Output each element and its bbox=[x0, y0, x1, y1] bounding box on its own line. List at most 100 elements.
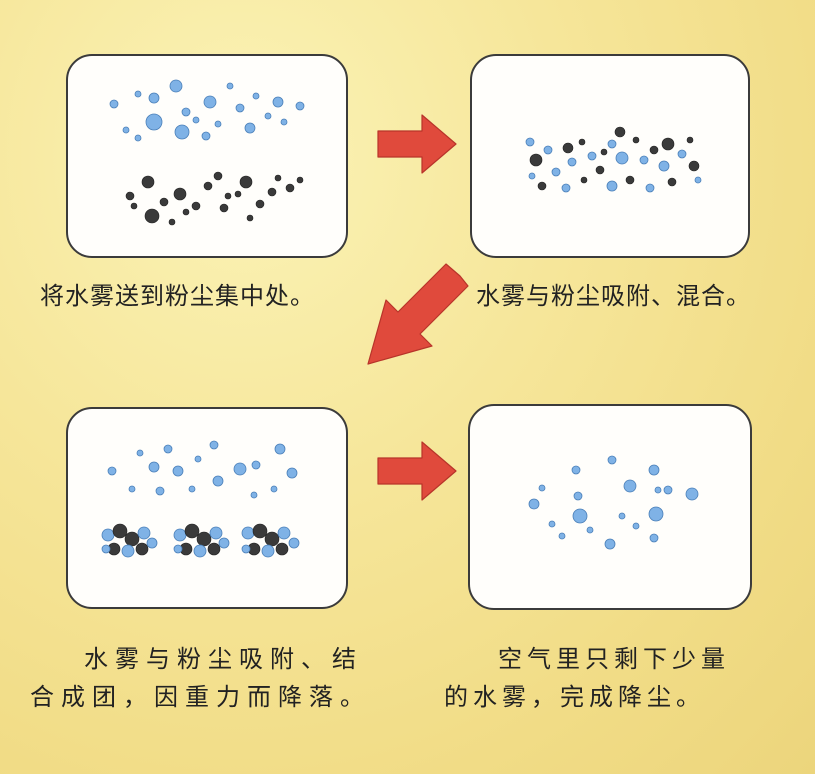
water-drop bbox=[251, 460, 261, 470]
water-drop bbox=[193, 544, 207, 558]
water-drops-group bbox=[109, 79, 305, 142]
water-drop bbox=[101, 528, 115, 542]
water-drop bbox=[174, 124, 190, 140]
dust-particle bbox=[112, 523, 128, 539]
water-drop bbox=[607, 455, 617, 465]
water-drop bbox=[277, 526, 291, 540]
dust-particle bbox=[234, 190, 242, 198]
dust-particle bbox=[661, 137, 675, 151]
water-drop bbox=[235, 103, 245, 113]
water-drop bbox=[654, 486, 662, 494]
water-drop bbox=[226, 82, 234, 90]
water-drop bbox=[233, 462, 247, 476]
dust-particle bbox=[274, 174, 282, 182]
caption-step-1: 将水雾送到粉尘集中处。 bbox=[40, 282, 315, 310]
water-drop bbox=[548, 520, 556, 528]
water-drop bbox=[639, 155, 649, 165]
water-drop bbox=[241, 526, 255, 540]
dust-particle bbox=[667, 177, 677, 187]
water-drop bbox=[172, 465, 184, 477]
water-drop bbox=[274, 443, 286, 455]
water-drop bbox=[181, 107, 191, 117]
dust-particle bbox=[580, 176, 588, 184]
dust-particle bbox=[224, 192, 232, 200]
water-drop bbox=[128, 485, 136, 493]
water-drop bbox=[573, 491, 583, 501]
water-drop bbox=[525, 137, 535, 147]
water-drop bbox=[101, 544, 111, 554]
water-drop bbox=[134, 134, 142, 142]
dust-particle bbox=[125, 191, 135, 201]
water-drop bbox=[558, 532, 566, 540]
water-drop bbox=[286, 467, 298, 479]
panel-step-2 bbox=[470, 54, 750, 258]
dust-particle bbox=[562, 142, 574, 154]
water-drop bbox=[169, 79, 183, 93]
water-drop bbox=[146, 537, 158, 549]
water-drop bbox=[136, 449, 144, 457]
water-drop bbox=[648, 506, 664, 522]
dust-particle bbox=[124, 531, 140, 547]
dust-particle bbox=[219, 203, 229, 213]
dust-particle bbox=[213, 171, 223, 181]
water-drop bbox=[623, 479, 637, 493]
dust-particle bbox=[537, 181, 547, 191]
caption-step-3-line-2: 合成团，因重力而降落。 bbox=[30, 683, 371, 711]
water-drop bbox=[618, 512, 626, 520]
arrow-down-left-icon bbox=[367, 263, 469, 365]
dust-particle bbox=[135, 542, 149, 556]
water-drop bbox=[121, 544, 135, 558]
dust-particle bbox=[196, 531, 212, 547]
dust-particle bbox=[239, 175, 253, 189]
caption-step-3: 水雾与粉尘吸附、结 合成团，因重力而降落。 bbox=[30, 640, 371, 716]
caption-step-2: 水雾与粉尘吸附、混合。 bbox=[476, 282, 751, 310]
water-drop bbox=[163, 444, 173, 454]
dust-particle bbox=[184, 523, 200, 539]
water-drop bbox=[134, 90, 142, 98]
illustration-remaining-mist bbox=[528, 455, 699, 550]
water-drops-group bbox=[107, 440, 298, 499]
water-drop bbox=[241, 544, 251, 554]
panel-step-3 bbox=[66, 407, 348, 609]
dust-particle bbox=[130, 202, 138, 210]
water-drop bbox=[209, 440, 219, 450]
panel-step-4 bbox=[468, 404, 752, 610]
water-drop bbox=[209, 526, 223, 540]
panel-step-1 bbox=[66, 54, 348, 258]
water-drop bbox=[218, 537, 230, 549]
water-drop bbox=[543, 145, 553, 155]
water-drop bbox=[607, 139, 617, 149]
dust-particle bbox=[267, 187, 277, 197]
water-drop bbox=[264, 112, 272, 120]
water-drop bbox=[107, 466, 117, 476]
illustration-mist-and-dust-mixing bbox=[525, 126, 702, 193]
dust-particle bbox=[191, 201, 201, 211]
dust-particle bbox=[141, 175, 155, 189]
caption-step-4-line-1: 空气里只剩下少量 bbox=[498, 645, 730, 673]
water-drop bbox=[252, 92, 260, 100]
water-drop bbox=[155, 486, 165, 496]
water-drop bbox=[658, 160, 670, 172]
water-drop bbox=[538, 484, 546, 492]
water-drop bbox=[192, 116, 200, 124]
caption-step-4: 空气里只剩下少量 的水雾，完成降尘。 bbox=[444, 640, 730, 716]
water-drop bbox=[586, 526, 594, 534]
water-drop bbox=[173, 544, 183, 554]
dust-particle bbox=[600, 148, 608, 156]
dust-particle bbox=[264, 531, 280, 547]
dust-particle bbox=[285, 183, 295, 193]
water-drop bbox=[148, 92, 160, 104]
dust-clump-3 bbox=[241, 523, 300, 558]
caption-step-4-line-2: 的水雾，完成降尘。 bbox=[444, 683, 705, 711]
dust-particle bbox=[275, 542, 289, 556]
water-drop bbox=[270, 485, 278, 493]
water-drop bbox=[645, 183, 655, 193]
dust-particle bbox=[595, 165, 605, 175]
water-drop bbox=[606, 180, 618, 192]
water-drop bbox=[615, 151, 629, 165]
water-drop bbox=[214, 120, 222, 128]
dust-particle bbox=[296, 176, 304, 184]
dust-particle bbox=[255, 199, 265, 209]
water-drop bbox=[677, 149, 687, 159]
